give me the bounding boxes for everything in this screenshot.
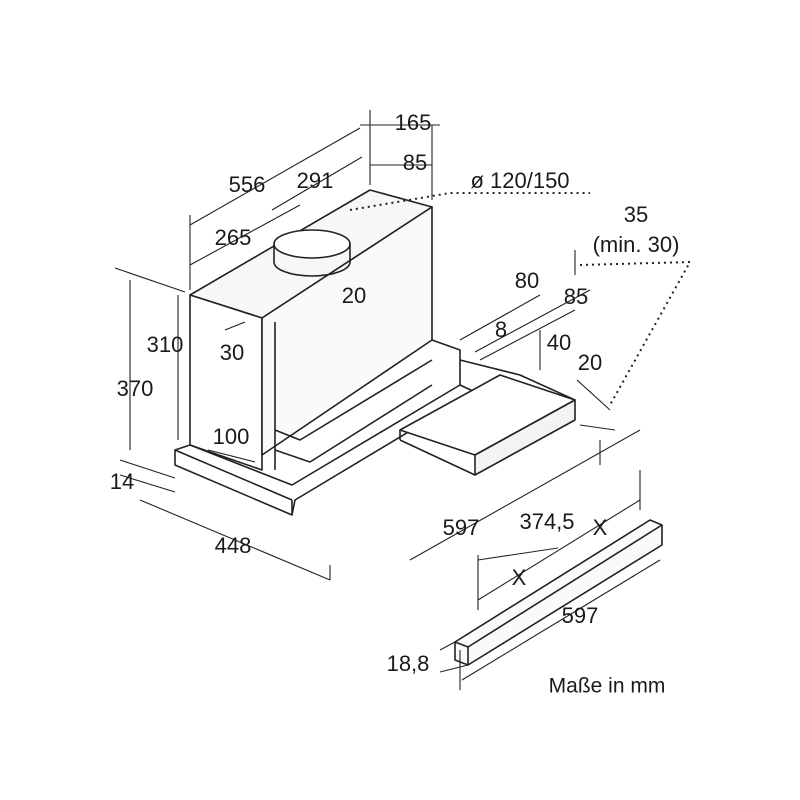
- dim-85-right: 85: [563, 284, 589, 309]
- dim-30: 30: [219, 340, 245, 365]
- dim-35: 35: [623, 202, 649, 227]
- dim-85-top: 85: [402, 150, 428, 175]
- dim-165: 165: [394, 110, 432, 135]
- units-note: Maße in mm: [548, 674, 666, 698]
- dim-20-top: 20: [341, 283, 367, 308]
- dim-597: 597: [442, 515, 480, 540]
- dim-265: 265: [214, 225, 252, 250]
- dim-x-top: X: [592, 515, 608, 540]
- dim-duct-diameter: ø 120/150: [470, 168, 570, 193]
- dim-448: 448: [214, 533, 252, 558]
- dim-310: 310: [146, 332, 184, 357]
- duct-collar: [273, 229, 351, 259]
- mounting-bar: [454, 519, 663, 666]
- hood-front-face: [189, 294, 263, 471]
- dim-370: 370: [116, 376, 154, 401]
- dim-20-right: 20: [577, 350, 603, 375]
- dim-556: 556: [228, 172, 266, 197]
- dim-40: 40: [546, 330, 572, 355]
- dim-bar-597: 597: [561, 603, 599, 628]
- dim-x-bottom: X: [511, 565, 527, 590]
- dim-291: 291: [296, 168, 334, 193]
- dim-14: 14: [109, 469, 135, 494]
- dim-80: 80: [514, 268, 540, 293]
- dim-374-5: 374,5: [519, 509, 575, 534]
- dim-18-8: 18,8: [386, 651, 430, 676]
- dim-min-30: (min. 30): [592, 232, 680, 257]
- dim-8: 8: [494, 317, 508, 342]
- dim-100: 100: [212, 424, 250, 449]
